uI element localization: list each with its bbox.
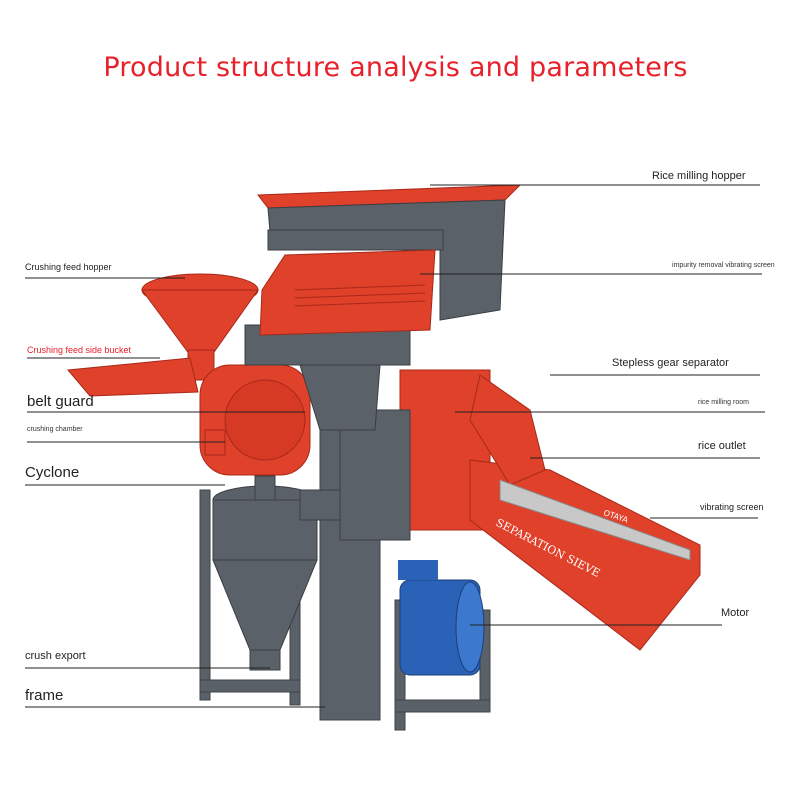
label-crushing-feed-hopper: Crushing feed hopper xyxy=(25,262,112,272)
label-rice-outlet: rice outlet xyxy=(698,440,746,452)
leader-lines xyxy=(25,184,765,708)
label-belt-guard: belt guard xyxy=(27,393,94,410)
separation-sieve: SEPARATION SIEVE OTAYA xyxy=(469,374,701,651)
label-vibrating-screen: vibrating screen xyxy=(700,502,764,512)
label-motor: Motor xyxy=(721,607,750,619)
label-rice-milling-room: rice milling room xyxy=(698,399,749,406)
label-crushing-feed-side-bucket: Crushing feed side bucket xyxy=(27,345,132,355)
label-stepless-gear-separator: Stepless gear separator xyxy=(612,357,729,369)
frame xyxy=(199,409,491,731)
label-frame: frame xyxy=(25,687,64,704)
motor xyxy=(398,560,485,676)
rice-milling-hopper xyxy=(257,184,522,336)
label-crush-export: crush export xyxy=(25,650,86,662)
label-impurity-screen: impurity removal vibrating screen xyxy=(672,262,775,269)
page-title: Product structure analysis and parameter… xyxy=(103,52,688,83)
label-rice-milling-hopper: Rice milling hopper xyxy=(652,170,746,182)
label-cyclone: Cyclone xyxy=(25,464,80,481)
crusher xyxy=(67,273,311,476)
label-crushing-chamber: crushing chamber xyxy=(27,426,83,433)
